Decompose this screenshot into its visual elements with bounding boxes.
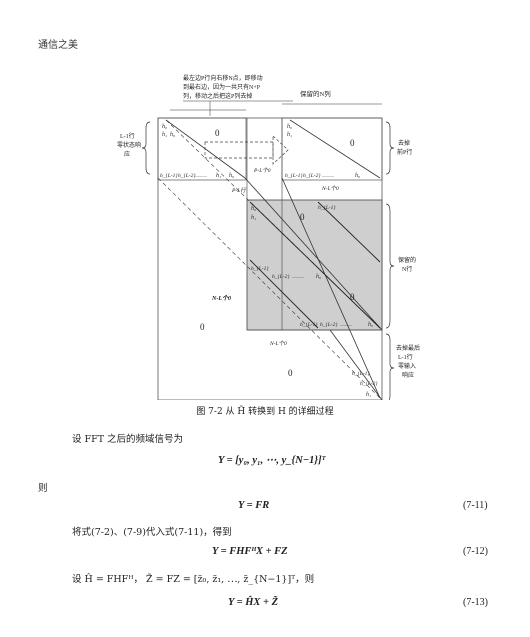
remove-last-1: 去掉最后	[396, 344, 420, 352]
equation-number-7-11: (7-11)	[463, 500, 488, 511]
paragraph-1: 设 FFT 之后的频域信号为	[72, 434, 184, 445]
paragraph-3: 将式(7-2)、(7-9)代入式(7-11)，得到	[72, 527, 232, 538]
equation-7-12: Y = FHFᴴX + FZ	[212, 546, 288, 557]
h-entry: h_{L-1}	[352, 371, 370, 377]
zero-gray-right: 0	[350, 292, 355, 302]
h-entry: h₀	[162, 124, 167, 130]
remove-first-2: 前P行	[397, 148, 412, 156]
left-note-2: 零状态响	[117, 141, 141, 149]
h-entry: h_{L-1}	[300, 322, 318, 328]
right-brace-top	[385, 121, 395, 175]
h-entry: h₁	[251, 215, 256, 221]
matrix-diagram: 最左边P行向右移N点，即移动 到最右边，因为一共只有N+P 列，移动之后把这P列…	[117, 74, 420, 400]
equation-y-vector: Y = [y₀, y₁, ⋯, y_{N−1}]ᵀ	[218, 455, 326, 466]
h-entry: h₀	[287, 124, 292, 130]
h-entry: h_{L-2}	[272, 274, 290, 280]
figure-caption: 图 7-2 从 H̃ 转换到 H 的详细过程	[196, 407, 334, 417]
h-entry: h_{L-2}	[360, 381, 378, 387]
p-l-rows-label: P-L行	[231, 187, 247, 194]
left-brace	[141, 121, 151, 175]
equation-number-7-13: (7-13)	[463, 597, 488, 608]
equation-7-13: Y = ĤX + Z̃	[228, 597, 279, 608]
remove-last-3: 零输入	[398, 362, 416, 370]
equation-7-11: Y = FR	[238, 500, 270, 511]
h-entry: h₀	[229, 173, 234, 179]
shift-arrow	[204, 141, 274, 159]
kept-rows-2: N行	[402, 265, 412, 273]
dots: ……	[292, 274, 304, 280]
h-entry: h₁	[366, 392, 371, 398]
kept-rows-1: 保留的	[398, 256, 416, 264]
remove-last-4: 响应	[402, 371, 414, 379]
dots: ……	[195, 173, 207, 179]
equation-number-7-12: (7-12)	[463, 546, 488, 557]
zero-bottom-mid: 0	[288, 368, 293, 378]
kept-columns-label: 保留的N列	[300, 89, 331, 98]
h-entry: h₁	[287, 132, 292, 138]
paragraph-2: 则	[38, 483, 48, 494]
zero-gray-top: 0	[300, 212, 305, 222]
h-entry: h_{L-1}	[285, 173, 303, 179]
right-brace-mid	[385, 203, 395, 329]
paragraph-4: 设 Ĥ = FHFᴴ， Z̃ = FZ = [z̃₀, z̃₁, ⋯, z̃_{…	[72, 574, 315, 585]
remove-first-1: 去掉	[398, 139, 410, 147]
p-l-zero-label: P-L个0	[253, 167, 271, 174]
dots: ……	[322, 173, 334, 179]
h-entry: h_{L-1}	[160, 173, 178, 179]
page-header: 通信之美	[38, 40, 78, 51]
dots: ……	[340, 322, 352, 328]
remove-last-2: L-1行	[398, 353, 413, 361]
h-entry: h₁	[162, 132, 167, 138]
right-brace-bottom	[385, 333, 395, 400]
left-note-3: 应	[124, 150, 130, 158]
zero-top-right: 0	[350, 138, 355, 148]
h-entry: h₀	[170, 132, 175, 138]
n-l-zero-bottom: N-L个0	[269, 340, 287, 347]
n-l-zero-top: N-L个0	[321, 185, 339, 192]
h-entry: h₀	[251, 206, 256, 212]
h-entry: h_{L-1}	[318, 205, 336, 211]
h-entry: h₀	[368, 322, 373, 328]
top-note-2: 到最右边，因为一共只有N+P	[183, 83, 261, 91]
h-entry: h₁	[216, 173, 221, 179]
top-band-right	[281, 117, 383, 181]
h-entry: h₀	[355, 173, 360, 179]
h-entry: h_{L-2}	[178, 173, 196, 179]
h-entry: h_{L-2}	[303, 173, 321, 179]
zero-top-left: 0	[215, 128, 220, 138]
h-entry: h₀	[316, 274, 321, 280]
top-note-3: 列，移动之后把这P列去掉	[183, 92, 252, 100]
top-band-left	[157, 117, 247, 181]
n-l-zero-left: N-L个0	[211, 294, 231, 302]
h-entry: h_{L-1}	[251, 266, 269, 272]
top-note-1: 最左边P行向右移N点，即移动	[183, 74, 263, 82]
zero-bottom-left: 0	[200, 322, 205, 332]
left-note-1: L-1行	[120, 132, 135, 140]
h-entry: h_{L-2}	[320, 322, 338, 328]
